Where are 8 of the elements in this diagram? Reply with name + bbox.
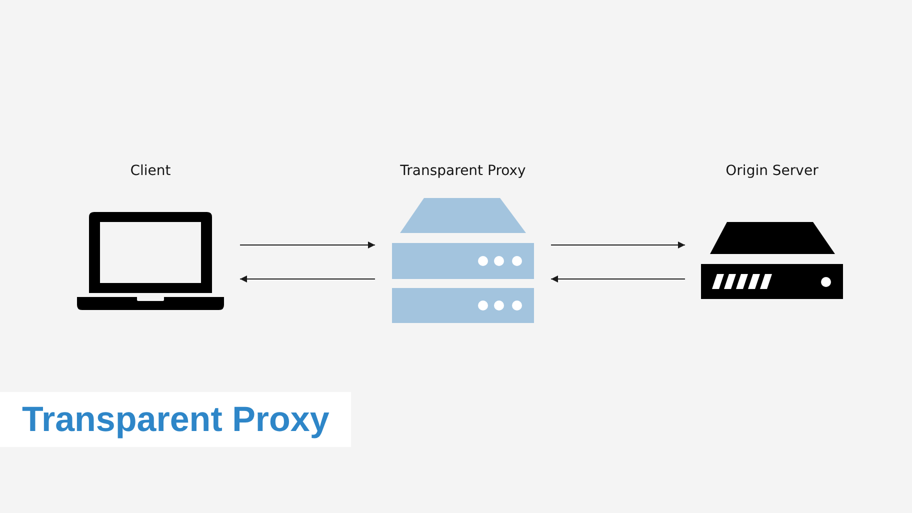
arrow (240, 242, 376, 248)
node-label: Origin Server (726, 162, 818, 181)
node-label: Client (130, 162, 171, 181)
arrow (550, 242, 686, 248)
arrow (550, 276, 686, 282)
title: Transparent Proxy (0, 392, 352, 447)
node-label: Transparent Proxy (400, 162, 526, 181)
arrow (240, 276, 376, 282)
